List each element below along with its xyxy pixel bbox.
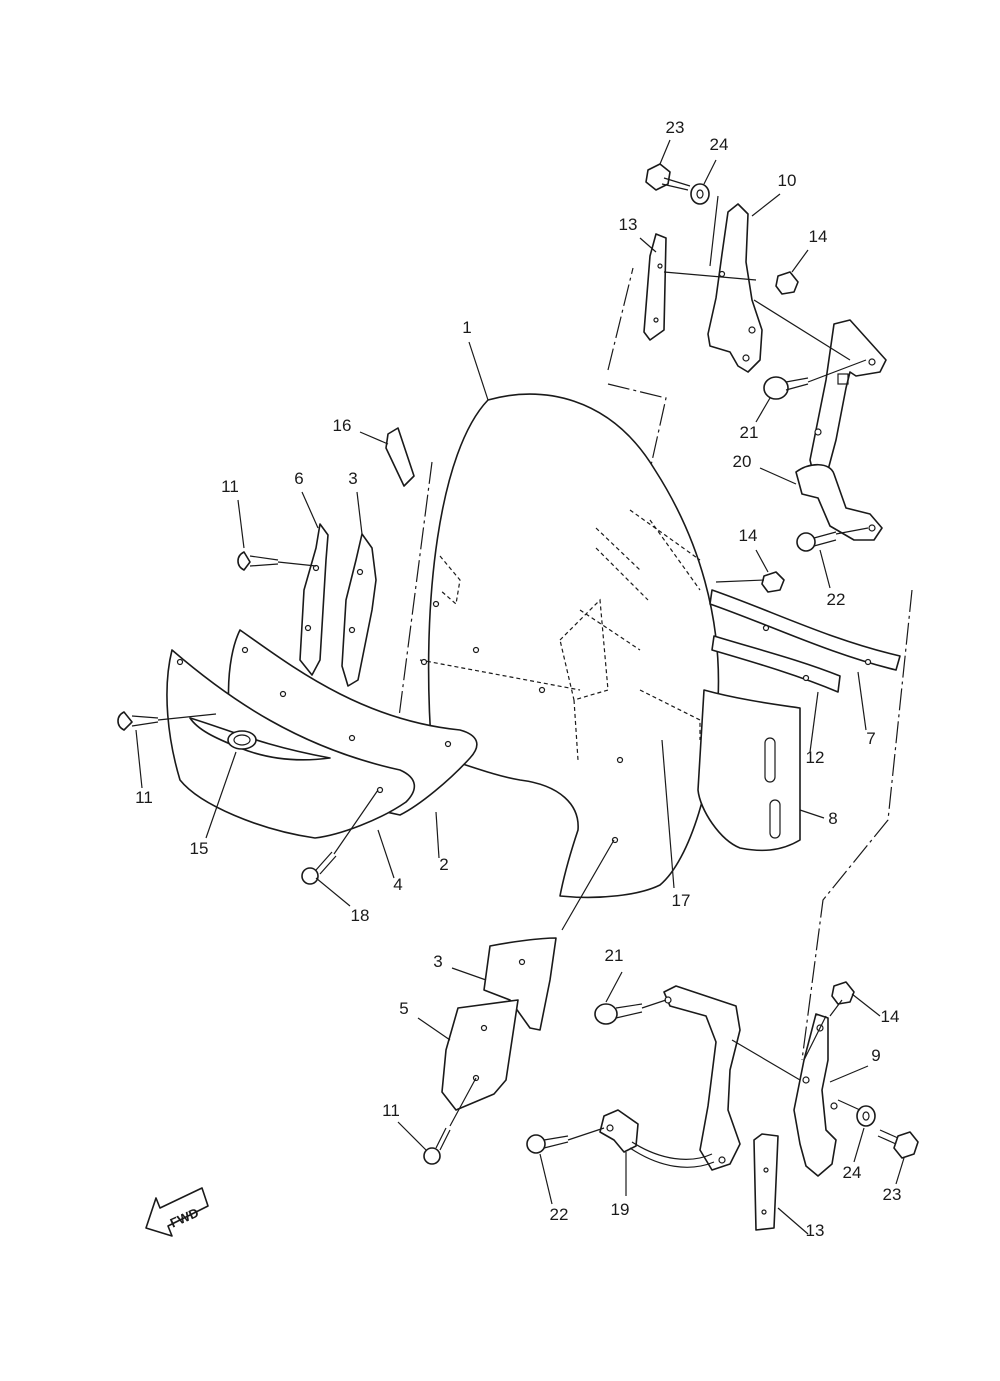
part-24-washer-lower	[856, 1105, 876, 1127]
part-22-bolt-lower	[526, 1134, 569, 1154]
part-11-screw-lower	[423, 1127, 451, 1165]
part-label-14: 14	[739, 526, 758, 545]
part-label-10: 10	[778, 171, 797, 190]
fwd-arrow-icon: FWD	[145, 1187, 209, 1237]
part-label-11: 11	[221, 477, 239, 496]
part-22-bolt-upper	[796, 531, 837, 552]
part-label-2: 2	[439, 855, 448, 874]
part-label-19: 19	[611, 1200, 630, 1219]
part-label-12: 12	[806, 748, 825, 767]
assembly-line-left	[395, 461, 433, 741]
part-6-stay	[299, 523, 329, 676]
part-3-stay-upper	[341, 533, 377, 687]
part-label-5: 5	[399, 999, 408, 1018]
part-number-labels: 1233456789101111111213131414141516171819…	[135, 118, 901, 1240]
part-label-13: 13	[619, 215, 638, 234]
part-19-stay	[599, 985, 741, 1171]
part-14-nut-middle	[761, 571, 785, 593]
part-label-3: 3	[433, 952, 442, 971]
part-9-bracket	[793, 1013, 838, 1177]
part-label-15: 15	[190, 839, 209, 858]
part-21-bolt-lower	[594, 1003, 643, 1025]
part-14-nut-upper	[775, 271, 799, 295]
part-15-emblem	[189, 717, 331, 761]
part-label-13: 13	[806, 1221, 825, 1240]
part-label-4: 4	[393, 875, 402, 894]
part-14-nut-lower	[831, 981, 855, 1005]
part-label-23: 23	[666, 118, 685, 137]
part-label-21: 21	[740, 423, 759, 442]
part-23-bolt-lower	[877, 1129, 919, 1159]
part-8-cover	[697, 689, 801, 852]
leader-lines	[135, 139, 905, 1235]
part-3-stay-lower	[483, 937, 557, 1031]
part-label-17: 17	[672, 891, 691, 910]
part-16-label	[385, 427, 415, 487]
part-11-screw-upper	[237, 551, 317, 571]
part-label-18: 18	[351, 906, 370, 925]
part-24-washer-upper	[690, 183, 710, 205]
part-label-24: 24	[710, 135, 729, 154]
assembly-line-top	[607, 267, 667, 471]
part-18-screw	[301, 789, 379, 885]
part-label-24: 24	[843, 1163, 862, 1182]
part-20-stay	[795, 319, 887, 541]
part-label-22: 22	[550, 1205, 569, 1224]
part-21-bolt-upper	[763, 376, 809, 400]
part-7-trim-strip	[709, 589, 901, 671]
part-label-11: 11	[135, 788, 153, 807]
part-label-11: 11	[382, 1101, 400, 1120]
part-11-screw-left	[117, 711, 217, 731]
part-23-bolt-upper	[645, 163, 691, 191]
assembly-line-right	[801, 589, 913, 1061]
part-12-trim-strip	[711, 635, 841, 693]
part-label-14: 14	[809, 227, 828, 246]
part-10-bracket	[707, 203, 763, 373]
part-label-1: 1	[462, 318, 471, 337]
part-label-21: 21	[605, 946, 624, 965]
part-label-6: 6	[294, 469, 303, 488]
part-4-front-panel	[166, 649, 416, 839]
part-17-inner-cover-hidden	[573, 509, 701, 761]
part-5-stay-lower	[441, 999, 519, 1111]
part-label-14: 14	[881, 1007, 900, 1026]
part-label-3: 3	[348, 469, 357, 488]
part-13-strip-upper	[643, 233, 667, 341]
part-1-windshield	[419, 393, 720, 899]
part-label-22: 22	[827, 590, 846, 609]
part-label-20: 20	[733, 452, 752, 471]
part-13-strip-lower	[753, 1133, 779, 1231]
part-label-16: 16	[333, 416, 352, 435]
part-label-7: 7	[866, 729, 875, 748]
part-label-9: 9	[871, 1046, 880, 1065]
part-label-23: 23	[883, 1185, 902, 1204]
part-label-8: 8	[828, 809, 837, 828]
